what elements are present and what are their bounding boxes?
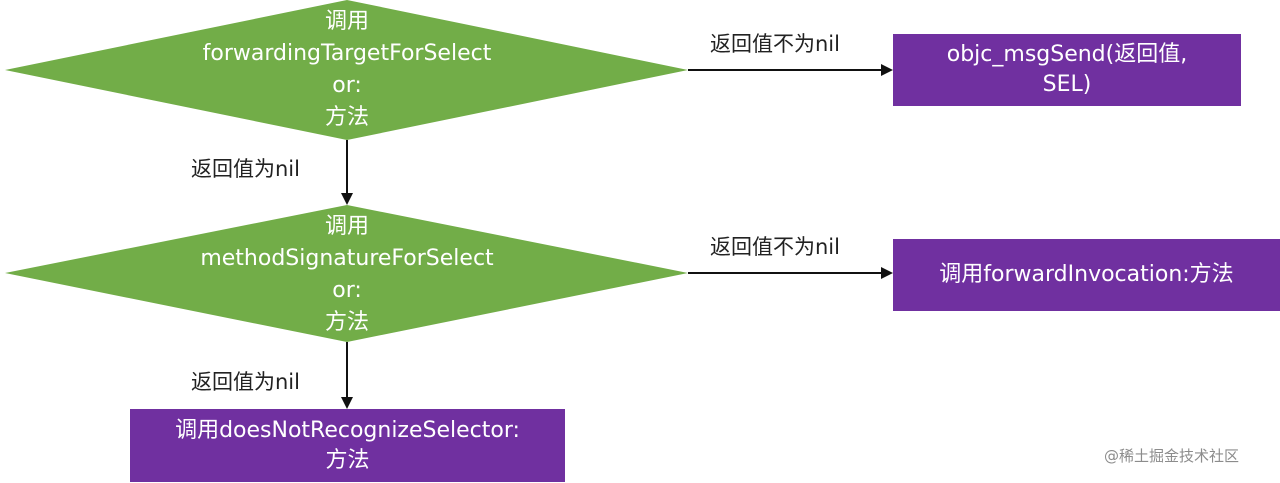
box-1-line-1: objc_msgSend(返回值, xyxy=(946,42,1188,67)
watermark-text: @稀土掘金技术社区 xyxy=(1104,447,1240,465)
diamond-2-line-4: 方法 xyxy=(324,310,369,335)
box-3-line-1: 调用doesNotRecognizeSelector: xyxy=(175,417,520,443)
process-box-objc-msgsend xyxy=(893,34,1241,106)
box-3-label: 调用doesNotRecognizeSelector: 方法 xyxy=(130,409,565,482)
diamond-1-line-4: 方法 xyxy=(324,105,369,130)
diamond-2-line-3: or: xyxy=(332,278,362,303)
diamond-1-label: 调用 forwardingTargetForSelect or: 方法 xyxy=(187,6,507,134)
edge-label-d1-to-box1: 返回值不为nil xyxy=(710,32,840,56)
box-3-line-2: 方法 xyxy=(325,447,370,473)
process-box-forward-invocation xyxy=(893,239,1280,311)
box-1-label: objc_msgSend(返回值, SEL) xyxy=(893,34,1241,106)
diamond-2-line-1: 调用 xyxy=(324,214,369,239)
decision-diamond-method-signature xyxy=(5,205,688,342)
diamond-2-label: 调用 methodSignatureForSelect or: 方法 xyxy=(187,211,507,339)
edge-label-d2-to-box3: 返回值为nil xyxy=(191,370,300,394)
process-box-does-not-recognize xyxy=(130,409,565,482)
diamond-2-line-2: methodSignatureForSelect xyxy=(200,246,494,271)
diamond-1-line-2: forwardingTargetForSelect xyxy=(202,41,492,66)
box-1-line-2: SEL) xyxy=(1042,72,1092,97)
box-2-label: 调用forwardInvocation:方法 xyxy=(893,239,1280,311)
box-2-line-1: 调用forwardInvocation:方法 xyxy=(939,262,1234,287)
edge-label-d1-to-d2: 返回值为nil xyxy=(191,157,300,181)
diamond-1-line-1: 调用 xyxy=(324,9,369,34)
diamond-1-line-3: or: xyxy=(332,73,362,98)
edge-label-d2-to-box2: 返回值不为nil xyxy=(710,235,840,259)
decision-diamond-forwarding-target xyxy=(5,0,688,140)
